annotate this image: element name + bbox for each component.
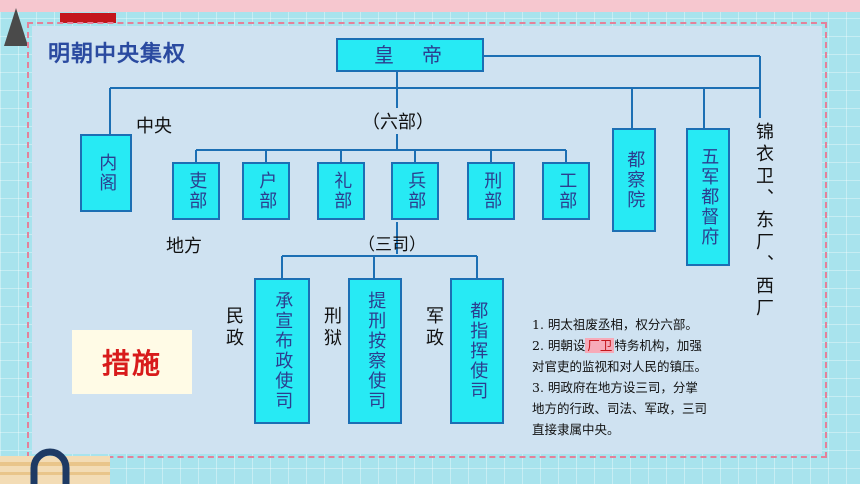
- measures-badge: 措施: [72, 330, 192, 394]
- box-duzhihuishisi: 都指挥使司: [450, 278, 504, 424]
- label-zhongyang: 中央: [136, 116, 172, 137]
- triangle-decoration: [4, 8, 28, 46]
- box-gongbu: 工部: [542, 162, 590, 220]
- top-bar: [0, 0, 860, 12]
- box-chengxuan-buzhengshisi: 承宣布政使司: [254, 278, 310, 424]
- note-line-1: 1. 明太祖废丞相，权分六部。: [532, 317, 698, 332]
- box-hubu: 户部: [242, 162, 290, 220]
- notes-block: 1. 明太祖废丞相，权分六部。 2. 明朝设厂卫特务机构，加强 对官吏的监视和对…: [532, 314, 817, 440]
- label-junzheng: 军政: [423, 306, 444, 350]
- note-line-3: 对官吏的监视和对人民的镇压。: [532, 359, 708, 374]
- note-line-4: 3. 明政府在地方设三司，分掌: [532, 380, 698, 395]
- books-decoration: [0, 448, 110, 484]
- diagram-title: 明朝中央集权: [48, 42, 187, 67]
- label-xingyu: 刑狱: [321, 306, 342, 350]
- label-sansi: （三司）: [358, 235, 426, 255]
- box-libu-rites: 礼部: [317, 162, 365, 220]
- note-line-5: 地方的行政、司法、军政，三司: [532, 401, 708, 416]
- label-liubu: （六部）: [362, 112, 434, 133]
- box-tixing-anchashisi: 提刑按察使司: [348, 278, 402, 424]
- note-highlight-changwei: 厂卫: [585, 338, 615, 353]
- box-bingbu: 兵部: [391, 162, 439, 220]
- note-line-2-post: 特务机构，加强: [614, 338, 702, 353]
- box-libu-personnel: 吏部: [172, 162, 220, 220]
- box-neige: 内阁: [80, 134, 132, 212]
- box-xingbu: 刑部: [467, 162, 515, 220]
- box-wujun-dudufu: 五军都督府: [686, 128, 730, 266]
- note-line-2: 2. 明朝设厂卫特务机构，加强: [532, 335, 817, 356]
- label-minzheng: 民政: [223, 306, 244, 350]
- label-jinyiwei-dongchang-xichang: 锦衣卫、东厂、西厂: [753, 122, 774, 320]
- connector-lines: [109, 55, 761, 278]
- emperor-box: 皇 帝: [336, 38, 484, 72]
- red-tab-decoration: [60, 13, 116, 23]
- label-difang: 地方: [166, 236, 202, 257]
- box-duchayuan: 都察院: [612, 128, 656, 232]
- content-panel-border: [27, 22, 827, 458]
- note-line-6: 直接隶属中央。: [532, 422, 620, 437]
- note-line-2-pre: 2. 明朝设: [532, 338, 586, 353]
